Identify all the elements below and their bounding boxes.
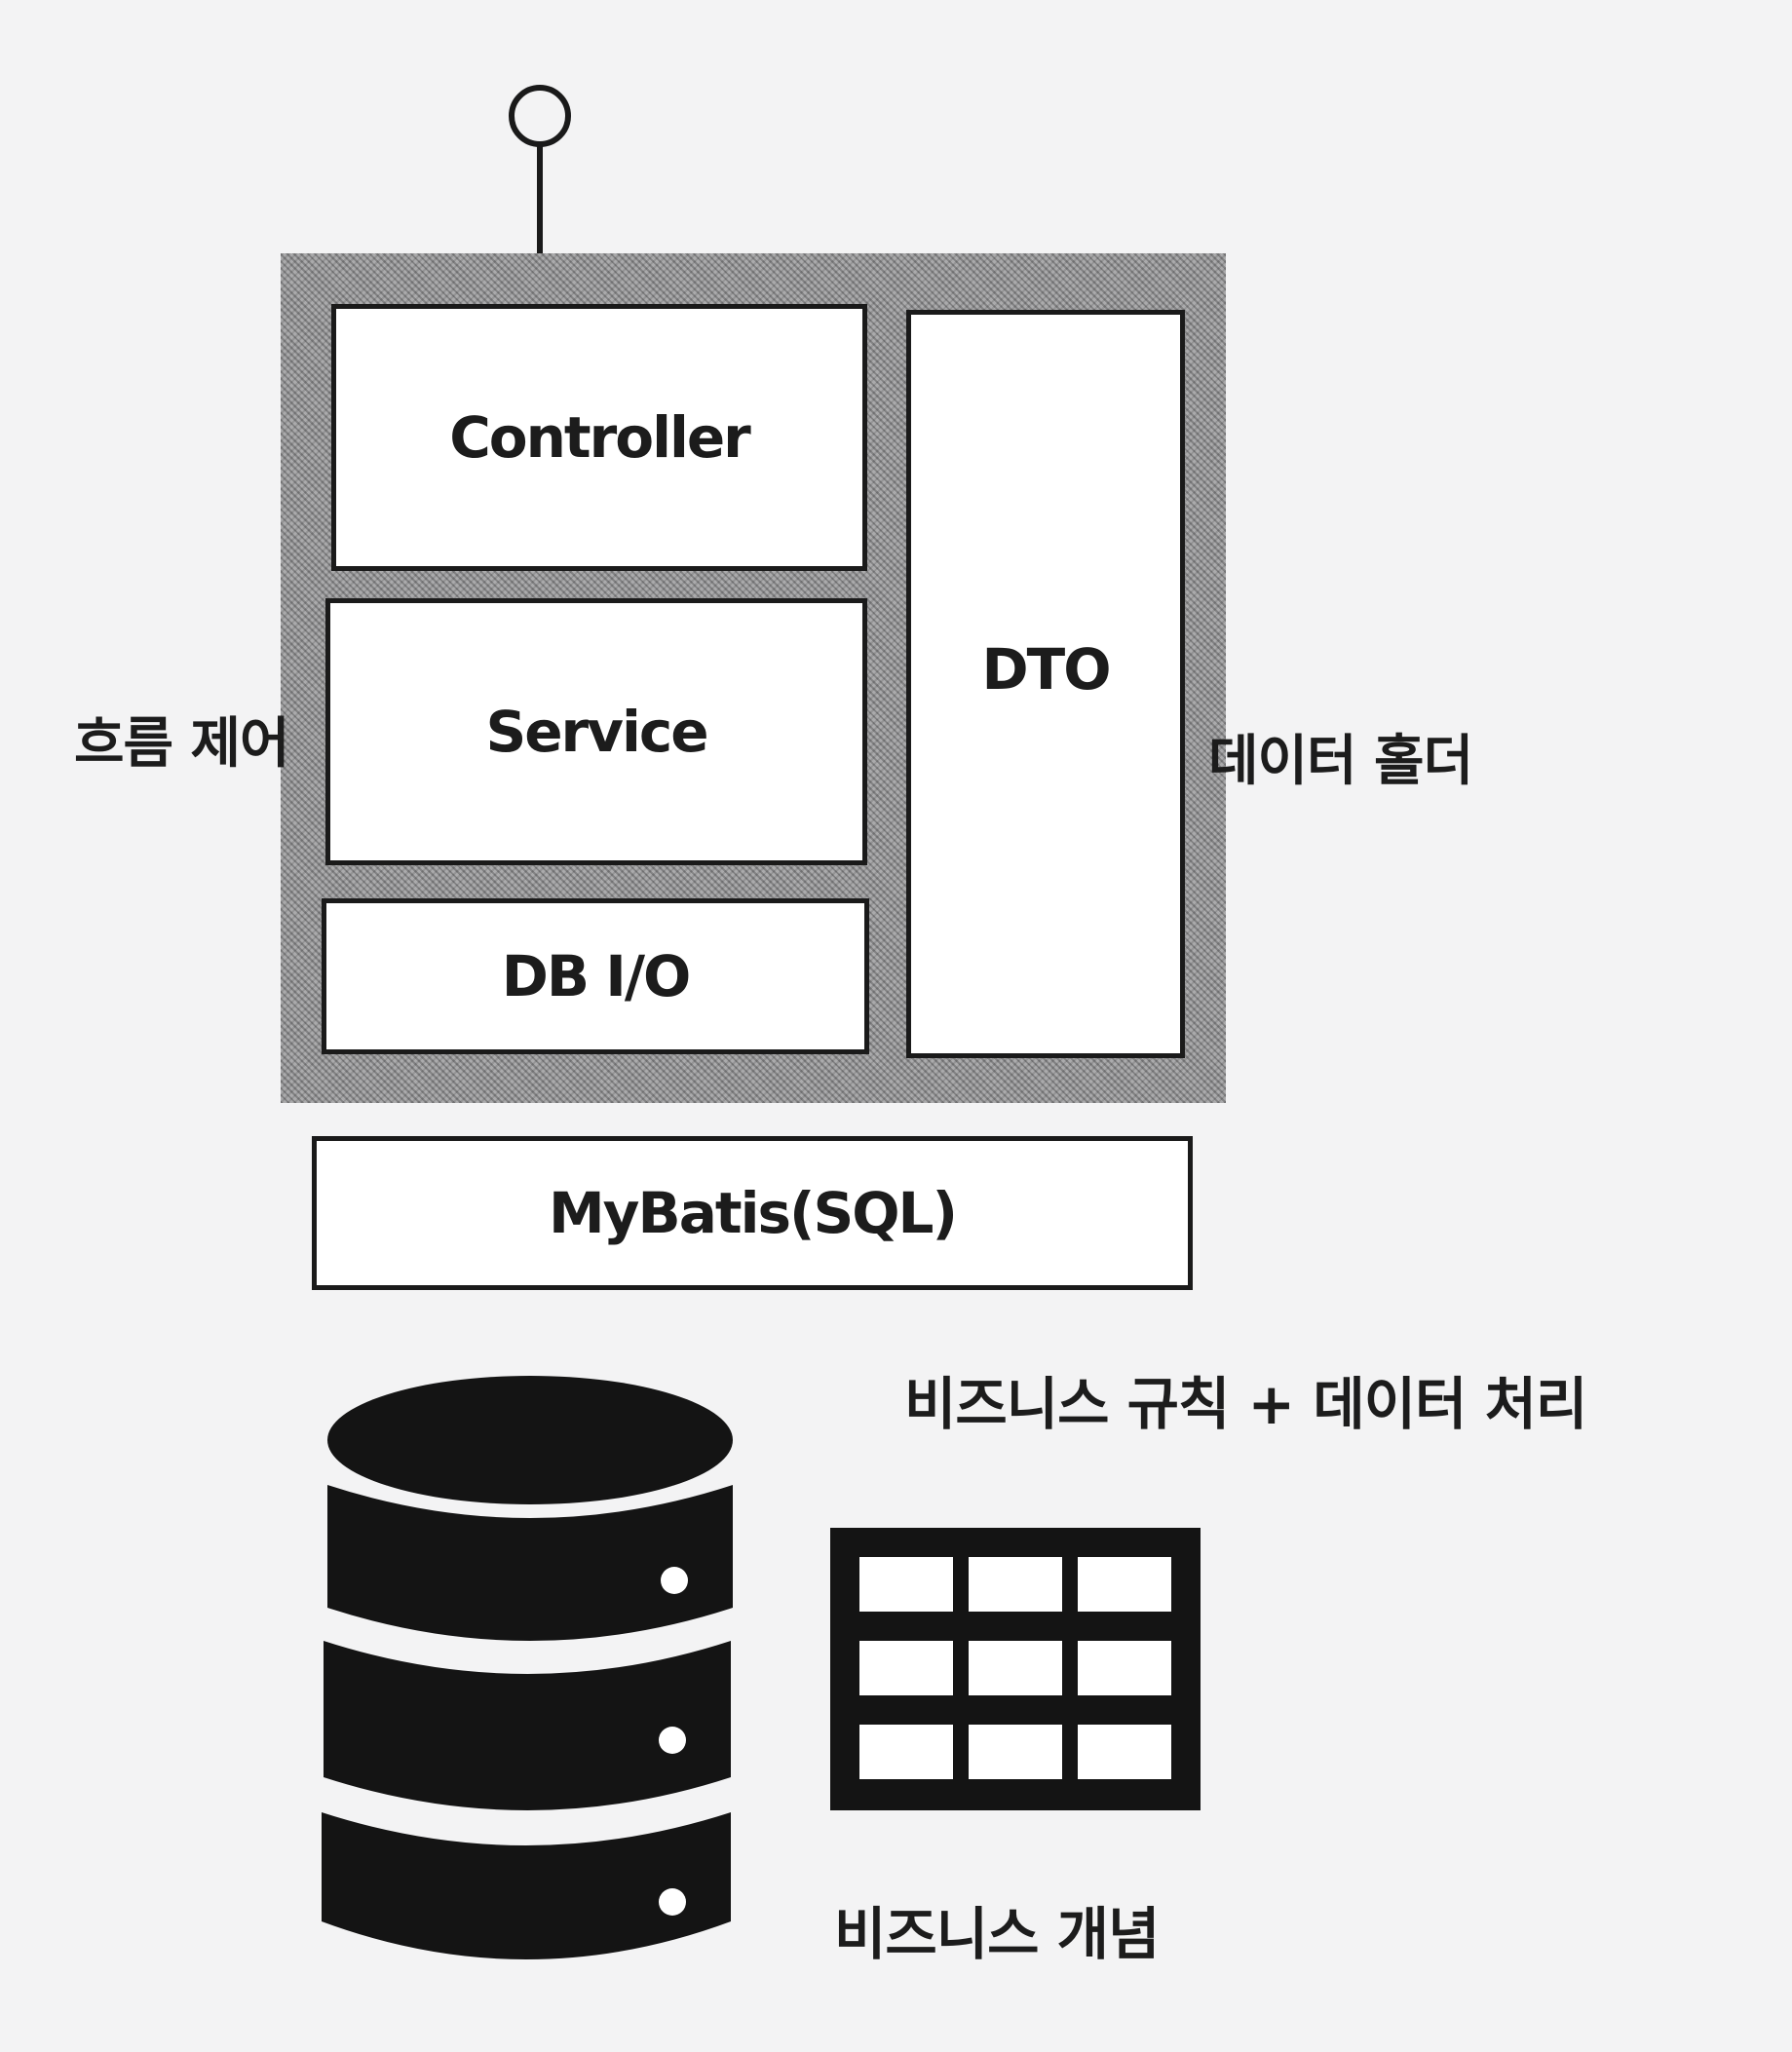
data-holder-annotation: 데이터 홀더 [1208,730,1473,793]
service-box: Service [325,598,867,865]
service-label: Service [485,699,708,765]
dto-label: DTO [981,636,1111,703]
mybatis-box: MyBatis(SQL) [312,1136,1193,1290]
business-rules-annotation: 비즈니스 규칙 + 데이터 처리 [904,1371,1587,1437]
flow-control-annotation: 흐름 제어 [74,712,290,776]
controller-box: Controller [331,304,867,571]
business-concept-annotation: 비즈니스 개념 [834,1901,1160,1967]
db-io-box: DB I/O [322,898,869,1054]
db-io-label: DB I/O [501,943,692,1009]
dto-box: DTO [906,310,1185,1058]
controller-label: Controller [449,404,751,471]
mybatis-label: MyBatis(SQL) [548,1180,958,1246]
